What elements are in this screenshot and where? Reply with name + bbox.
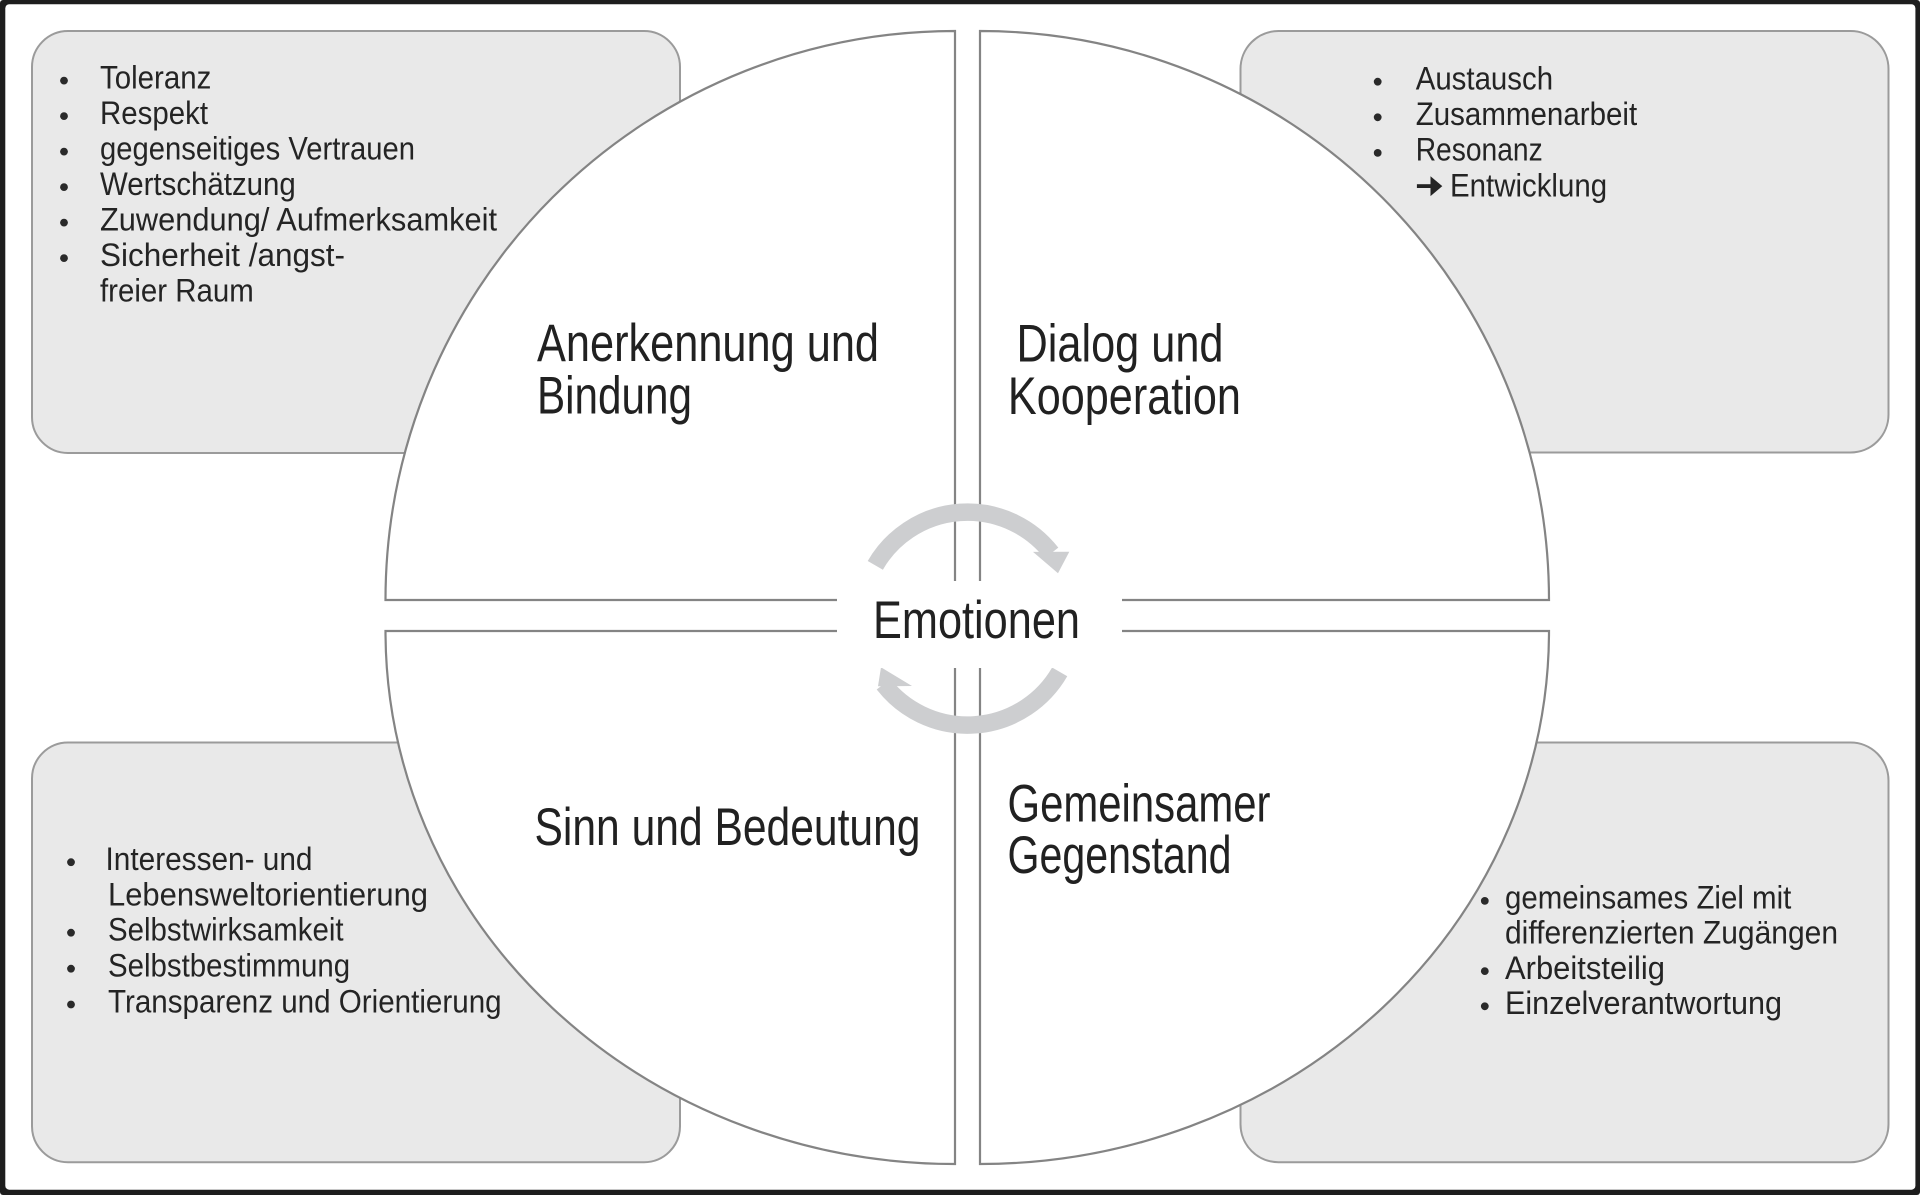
svg-text:Wertschätzung: Wertschätzung (100, 166, 296, 202)
svg-text:Selbstbestimmung: Selbstbestimmung (108, 948, 350, 984)
svg-text:Anerkennung und: Anerkennung und (537, 314, 879, 373)
svg-text:Dialog und: Dialog und (1017, 315, 1224, 374)
svg-text:Gegenstand: Gegenstand (1008, 826, 1232, 885)
svg-text:Emotionen: Emotionen (873, 591, 1080, 650)
svg-text:Entwicklung: Entwicklung (1450, 167, 1607, 203)
svg-text:Toleranz: Toleranz (100, 59, 211, 95)
svg-text:Selbstwirksamkeit: Selbstwirksamkeit (108, 912, 344, 948)
svg-text:Resonanz: Resonanz (1416, 132, 1543, 168)
svg-text:Respekt: Respekt (100, 95, 208, 131)
svg-text:Zusammenarbeit: Zusammenarbeit (1416, 96, 1638, 132)
svg-text:Sicherheit /angst-: Sicherheit /angst- (100, 237, 345, 273)
svg-text:Gemeinsamer: Gemeinsamer (1008, 775, 1271, 834)
svg-text:Interessen- und: Interessen- und (106, 841, 313, 877)
svg-text:differenzierten Zugängen: differenzierten Zugängen (1505, 914, 1838, 950)
svg-text:Sinn und Bedeutung: Sinn und Bedeutung (535, 798, 921, 857)
svg-text:Bindung: Bindung (537, 367, 692, 426)
svg-text:gegenseitiges Vertrauen: gegenseitiges Vertrauen (100, 130, 415, 166)
svg-text:Zuwendung/ Aufmerksamkeit: Zuwendung/ Aufmerksamkeit (100, 201, 497, 237)
svg-text:Transparenz und Orientierung: Transparenz und Orientierung (108, 983, 502, 1019)
svg-text:Lebensweltorientierung: Lebensweltorientierung (108, 876, 428, 912)
svg-text:Einzelverantwortung: Einzelverantwortung (1505, 985, 1782, 1021)
svg-text:freier Raum: freier Raum (100, 272, 254, 308)
svg-text:Arbeitsteilig: Arbeitsteilig (1505, 950, 1665, 986)
svg-text:gemeinsames Ziel mit: gemeinsames Ziel mit (1505, 880, 1791, 916)
svg-text:Kooperation: Kooperation (1008, 367, 1241, 426)
svg-text:Austausch: Austausch (1416, 61, 1553, 97)
